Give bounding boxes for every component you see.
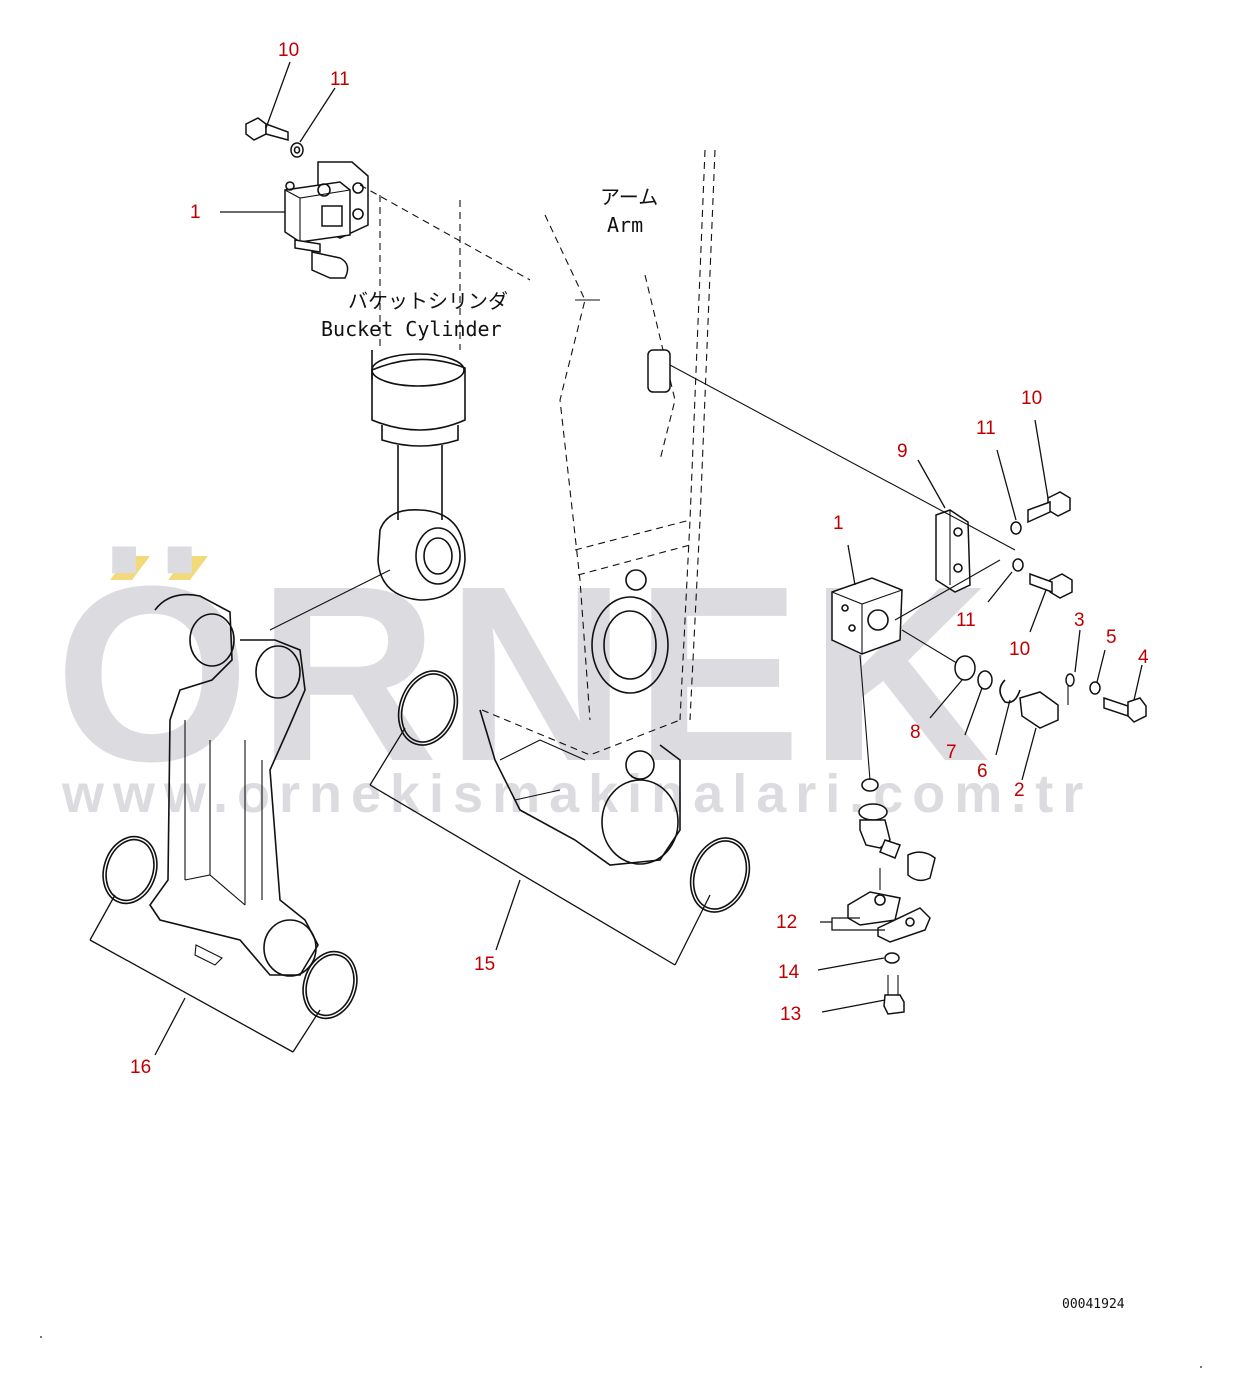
- callout-4: 4: [1138, 647, 1149, 668]
- watermark: ÖRNEK www.ornekismakinalari.com.tr: [55, 534, 1092, 824]
- bracket-right: [669, 364, 1016, 593]
- bolt-upper: [245, 117, 304, 158]
- arm-part: [479, 149, 716, 866]
- callout-5: 5: [1106, 627, 1117, 648]
- leader-lines: [89, 61, 1143, 1056]
- callout-3: 3: [1074, 610, 1085, 631]
- corner-mark-right: [1200, 1366, 1202, 1368]
- drawing-code: 00041924: [1062, 1297, 1125, 1312]
- callout-15: 15: [474, 954, 495, 975]
- pipe-block-upper: [284, 161, 531, 281]
- watermark-logo: ÖRNEK: [55, 534, 998, 813]
- callout-14: 14: [778, 962, 800, 983]
- callout-11-right-top: 11: [976, 418, 996, 439]
- callout-12: 12: [776, 912, 797, 933]
- arm-label-jp: アーム: [600, 185, 658, 209]
- bucket-cylinder-label-en: Bucket Cylinder: [321, 317, 502, 341]
- callout-11-right-bottom: 11: [956, 610, 976, 631]
- callout-8: 8: [910, 722, 921, 743]
- callout-6: 6: [977, 761, 988, 782]
- callout-10-upper: 10: [278, 40, 299, 61]
- callout-13: 13: [780, 1004, 801, 1025]
- link-part: [149, 593, 319, 977]
- callout-16: 16: [130, 1057, 151, 1078]
- watermark-accent-left: [110, 556, 150, 580]
- bucket-cylinder-label-jp: バケットシリンダ: [348, 289, 508, 313]
- watermark-accent-right: [168, 556, 208, 580]
- callout-9: 9: [897, 441, 908, 462]
- fitting-stack-right: [847, 778, 936, 1015]
- callout-2: 2: [1014, 780, 1025, 801]
- arm-label-en: Arm: [607, 213, 643, 237]
- watermark-url: www.ornekismakinalari.com.tr: [61, 764, 1092, 824]
- bucket-cylinder-part: [371, 195, 466, 601]
- callout-1-right: 1: [833, 513, 844, 534]
- callout-10-right-bottom: 10: [1009, 639, 1030, 660]
- callout-7: 7: [946, 742, 957, 763]
- bolts-right: [954, 491, 1147, 729]
- corner-mark-left: [40, 1336, 42, 1338]
- callout-1-upper: 1: [190, 202, 201, 223]
- pipe-block-right: [831, 559, 1001, 781]
- callout-10-right-top: 10: [1021, 388, 1042, 409]
- callout-11-upper: 11: [330, 69, 350, 90]
- o-rings: [102, 569, 751, 1020]
